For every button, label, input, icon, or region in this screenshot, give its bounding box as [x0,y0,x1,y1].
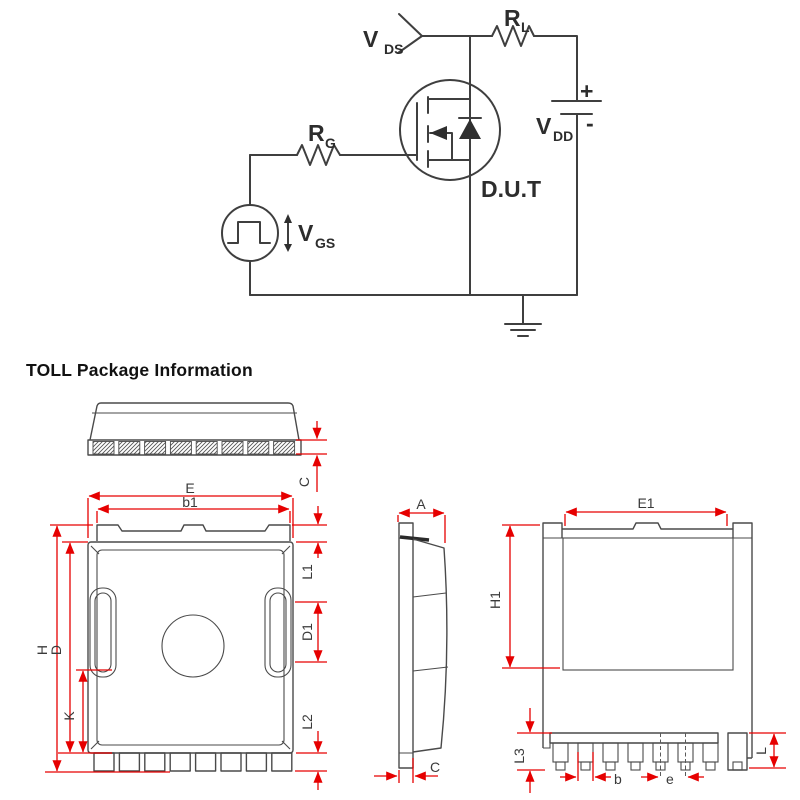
dim-c-side [374,758,438,783]
battery-minus-label: - [586,110,594,136]
dim-d1 [295,601,327,663]
rg-label: R [308,120,325,146]
package-front-view: C [87,402,327,492]
dim-label-a: A [416,496,426,512]
dim-e [87,491,294,538]
resistor-rl [491,25,535,47]
package-section-heading: TOLL Package Information [26,360,253,380]
rl-label: R [504,5,521,31]
dim-label-l2: L2 [299,714,315,730]
dim-label-c-front: C [296,477,312,487]
dim-label-d: D [48,645,64,655]
dim-label-h: H [34,645,50,655]
dim-b1 [96,504,291,523]
dim-h [45,524,170,773]
dim-l [749,732,786,769]
vds-label-sub: DS [384,41,403,57]
dim-k [76,669,112,753]
dim-label-k: K [61,711,77,721]
rl-label-sub: L [521,19,530,35]
dim-label-e: E [185,480,194,496]
vds-probe [397,13,423,54]
dim-d [58,541,112,754]
vdd-label-sub: DD [553,128,573,144]
bottom-view-leads [543,732,748,771]
package-side-view: A C [374,496,449,783]
vgs-label: V [298,220,314,246]
top-view-leads [93,752,293,772]
dim-b [560,752,611,782]
package-bottom-view: E1 H1 L3 L [487,495,786,793]
dim-label-e1: E1 [637,495,654,511]
resistor-rg [296,144,341,166]
dim-l3 [517,708,552,793]
front-view-pads [92,441,296,455]
dim-l1 [292,506,327,558]
dim-label-c-side: C [430,759,440,775]
package-top-view: E b1 H D K [34,480,327,790]
dim-c-front [296,421,327,492]
vds-label: V [363,26,379,52]
dim-e1 [564,507,728,526]
dim-label-l1: L1 [299,564,315,580]
dim-label-l: L [753,747,769,755]
pulse-generator [221,204,292,262]
vgs-label-sub: GS [315,235,335,251]
dim-label-b: b [614,771,622,787]
battery-plus-label: + [580,78,593,104]
rg-label-sub: G [325,135,336,151]
battery-vdd [551,100,602,115]
vdd-label: V [536,113,552,139]
dim-label-h1: H1 [487,591,503,609]
dim-a [397,508,446,543]
dim-label-e-pitch: e [666,771,674,787]
dim-label-b1: b1 [182,494,198,510]
dim-label-l3: L3 [511,748,527,764]
dim-h1 [502,524,560,669]
ground-symbol [504,294,542,337]
mosfet-dut-symbol [399,79,501,181]
dim-label-d1: D1 [299,623,315,641]
dim-l2 [295,731,327,790]
dut-label: D.U.T [481,176,541,202]
